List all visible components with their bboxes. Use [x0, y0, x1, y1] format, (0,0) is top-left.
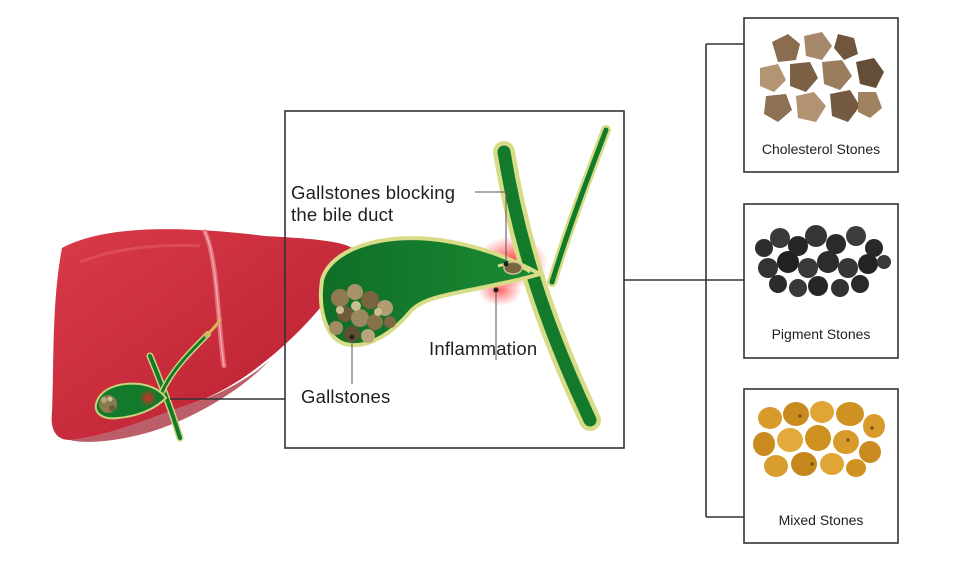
inflammation-label: Inflammation [429, 338, 538, 359]
mixed-stones-icon [753, 401, 885, 477]
blocking-label: Gallstones blocking the bile duct [291, 182, 456, 225]
gallstones-label: Gallstones [301, 386, 391, 407]
pointer-dot [349, 334, 355, 340]
stone-type-label: Mixed Stones [778, 512, 864, 528]
stone-type-label: Cholesterol Stones [761, 141, 881, 157]
small-gallbladder-icon [94, 382, 168, 420]
pointer-dot [493, 287, 499, 293]
leader-lines [351, 191, 507, 384]
lodged-stone-icon [503, 261, 523, 275]
bile-duct-icon [493, 125, 611, 431]
gallstones-cluster-icon [329, 284, 396, 343]
stone-type-bracket [624, 43, 744, 518]
small-bile-duct-icon [146, 318, 222, 442]
cholesterol-stones-icon [760, 32, 884, 122]
stone-type-label: Pigment Stones [771, 326, 871, 342]
pigment-stones-icon [755, 225, 891, 297]
pointer-dot [503, 261, 509, 267]
